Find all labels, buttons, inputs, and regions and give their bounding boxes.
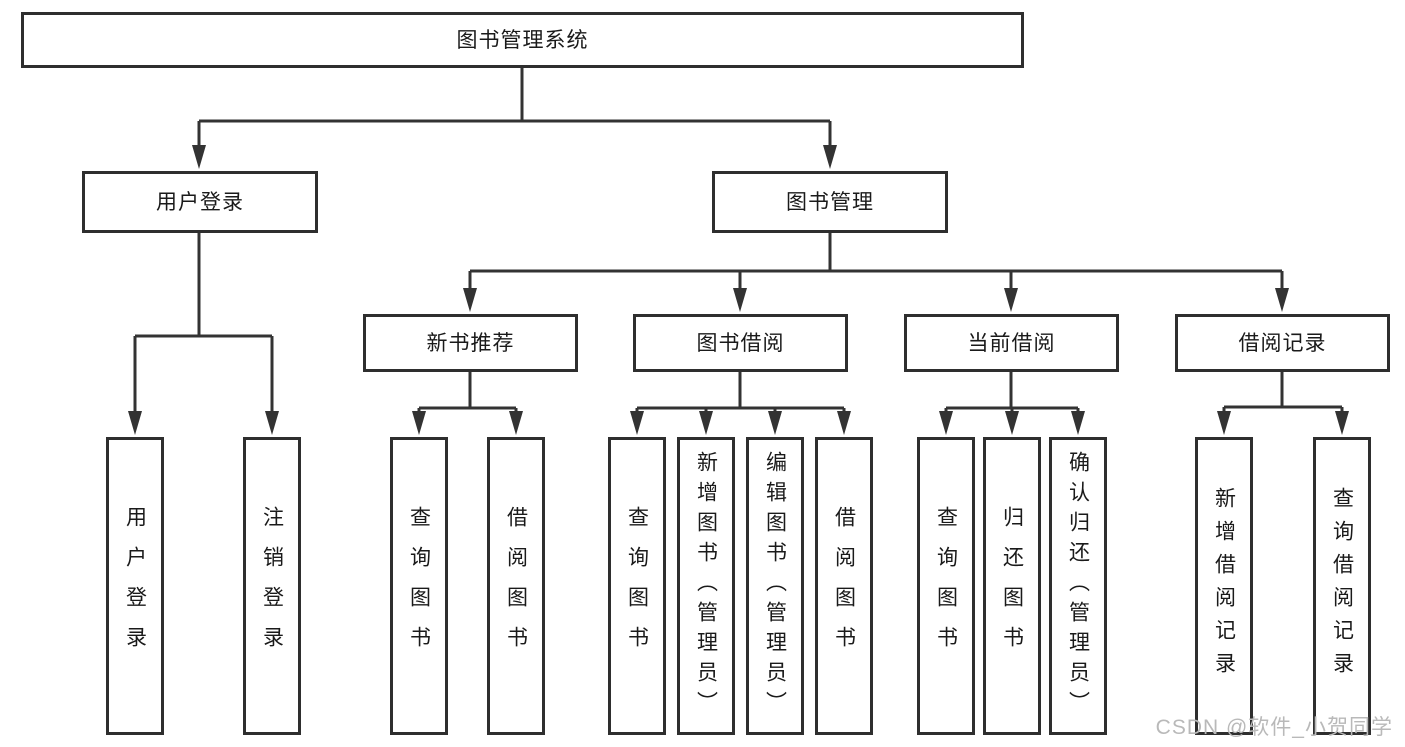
node-label: 查询图书 [934,506,958,666]
node-book-borrow: 图书借阅 [633,314,848,372]
leaf-edit-book-admin: 编辑图书（管理员） [746,437,804,735]
leaf-query-borrow-record: 查询借阅记录 [1313,437,1371,735]
leaf-query-books-recommend: 查询图书 [390,437,448,735]
node-label: 编辑图书（管理员） [763,451,787,721]
leaf-add-borrow-record: 新增借阅记录 [1195,437,1253,735]
node-label: 图书管理 [786,190,874,214]
node-label: 归还图书 [1000,506,1024,666]
node-label: 新增图书（管理员） [694,451,718,721]
leaf-logout: 注销登录 [243,437,301,735]
node-label: 查询图书 [407,506,431,666]
leaf-return-books: 归还图书 [983,437,1041,735]
node-root-system: 图书管理系统 [21,12,1024,68]
csdn-watermark: CSDN @软件_小贺同学 [1155,716,1393,739]
node-label: 图书借阅 [696,331,785,355]
node-book-management: 图书管理 [712,171,948,233]
leaf-confirm-return-admin: 确认归还（管理员） [1049,437,1107,735]
node-label: 借阅记录 [1238,331,1327,355]
node-label: 确认归还（管理员） [1066,451,1090,721]
node-new-book-recommend: 新书推荐 [363,314,578,372]
node-label: 图书管理系统 [456,28,589,52]
node-label: 借阅图书 [832,506,856,666]
node-label: 查询借阅记录 [1330,487,1354,685]
node-label: 新书推荐 [426,331,515,355]
leaf-query-books-current: 查询图书 [917,437,975,735]
leaf-add-book-admin: 新增图书（管理员） [677,437,735,735]
node-label: 借阅图书 [504,506,528,666]
node-label: 注销登录 [260,506,284,666]
leaf-user-login: 用户登录 [106,437,164,735]
node-label: 查询图书 [625,506,649,666]
node-label: 用户登录 [156,190,244,214]
node-borrow-records: 借阅记录 [1175,314,1390,372]
leaf-borrow-books: 借阅图书 [815,437,873,735]
node-user-login: 用户登录 [82,171,318,233]
node-current-borrow: 当前借阅 [904,314,1119,372]
arrowheads [128,145,1349,435]
leaf-borrow-books-recommend: 借阅图书 [487,437,545,735]
node-label: 用户登录 [123,506,147,666]
leaf-query-books-borrow: 查询图书 [608,437,666,735]
node-label: 新增借阅记录 [1212,487,1236,685]
node-label: 当前借阅 [967,331,1056,355]
